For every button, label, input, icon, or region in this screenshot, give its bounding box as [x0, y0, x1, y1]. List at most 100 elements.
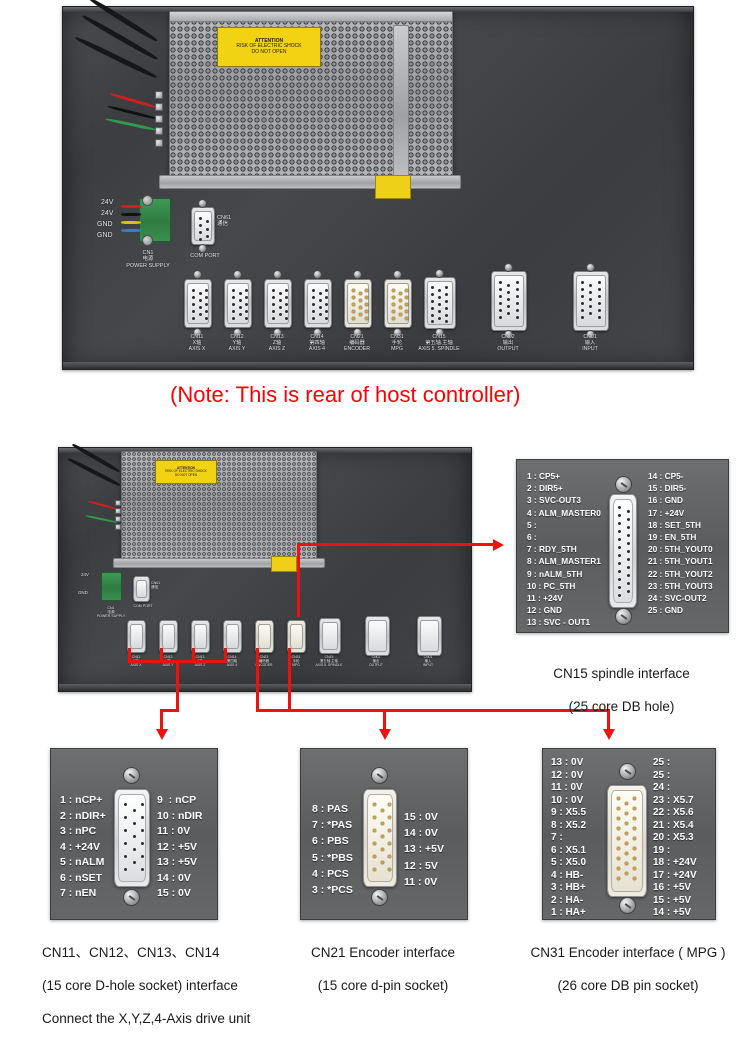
- terminal-label-text: GND: [97, 221, 113, 228]
- cn31-pin: 10 : 0V: [551, 794, 584, 806]
- cn15-pin-holes: [614, 500, 632, 602]
- terminal-label-text: GND: [97, 232, 113, 239]
- connector-code: CN21: [259, 655, 269, 659]
- cn31-pin: 19 :: [653, 844, 671, 856]
- cn31-pin: 15 : +5V: [653, 894, 692, 906]
- psu-wire-red-small: [87, 500, 117, 510]
- connector-code: CN31: [291, 655, 301, 659]
- connector-screw: [353, 270, 362, 279]
- cn21-pin: 15 : 0V: [404, 811, 438, 823]
- cn15-pin: 13 : SVC - OUT1: [527, 617, 591, 628]
- connector-face: [368, 620, 387, 652]
- cn31-pin: 2 : HA-: [551, 894, 584, 906]
- connector-label-cn21: CN21 编码器 ENCODER: [327, 334, 387, 353]
- connector-label-cn02-small: CN02 输出 OUTPUT: [355, 655, 397, 668]
- connector-label-cn14-small: CN14 第四轴 AXIS 4: [211, 655, 253, 668]
- cn21-screw-bottom: [371, 889, 388, 906]
- cn1-code: CN1: [107, 606, 115, 610]
- cn31-screw-bottom: [619, 897, 636, 914]
- cn31-pin: 12 : 0V: [551, 769, 584, 781]
- psu-terminal-screw-small: [115, 508, 121, 514]
- connector-face: [387, 283, 409, 324]
- connector-name-en: AXIS Y: [162, 662, 174, 667]
- leader-arrow-cn21: [379, 729, 391, 740]
- cn21-pin: 3 : *PCS: [312, 884, 353, 897]
- connector-name-cn: 第四轴: [226, 658, 238, 663]
- cn15-screw-top: [615, 476, 632, 493]
- cn11-14-pin: 4 : +24V: [60, 840, 100, 853]
- panel-connector-cn15-small: [319, 618, 341, 654]
- connector-face: [420, 620, 439, 652]
- cn61-label: CN61 通信: [217, 215, 231, 228]
- connector-code: CN12: [230, 334, 244, 340]
- connector-label-cn31: CN31 手轮 MPG: [367, 334, 427, 353]
- cn15-pin: 9 : nALM_5TH: [527, 568, 583, 579]
- connector-name-cn: 输出: [372, 658, 380, 663]
- connector-code: CN31: [390, 334, 404, 340]
- cn15-pin: 14 : CP5-: [648, 471, 684, 481]
- connector-label-cn12: CN12 Y轴 AXIS Y: [207, 334, 267, 353]
- cn21-pin: 7 : *PAS: [312, 819, 353, 832]
- connector-code: CN11: [131, 655, 141, 659]
- connector-screw: [193, 328, 202, 337]
- psu-wire-green-small: [85, 514, 117, 524]
- cn11-14-pin: 5 : nALM: [60, 856, 105, 868]
- connector-code: CN15: [324, 655, 334, 659]
- cn31-connector-illustration: [607, 785, 647, 897]
- cn21-caption-line1: CN21 Encoder interface: [310, 945, 456, 961]
- leader-line-cn12: [160, 648, 163, 662]
- cn21-right-pin-column: 15 : 0V 14 : 0V 13 : +5V 12 : 5V 11 : 0V: [404, 809, 444, 890]
- lower-controller-photo: ATTENTION RISK OF ELECTRIC SHOCK DO NOT …: [58, 442, 472, 692]
- connector-label-cn31-small: CN31 手轮 MPG: [275, 655, 317, 668]
- warning-line-1: ATTENTION: [176, 465, 195, 470]
- leader-line-cn15-horizontal: [297, 543, 495, 546]
- connector-name-cn: 第四轴: [309, 339, 325, 346]
- connector-name-en: AXIS 5. SPINDLE: [418, 345, 460, 352]
- cn31-right-pin-column: 25 : 25 : 24 : 23 : X5.7 22 : X5.6 21 : …: [653, 757, 697, 920]
- connector-face: [267, 283, 289, 324]
- cn11-14-pin: 9 : nCP: [157, 794, 197, 806]
- connector-screw: [353, 328, 362, 337]
- panel-connector-cn31-small: [287, 620, 306, 653]
- cn31-pin: 17 : +24V: [653, 869, 697, 881]
- com-port-en: COM PORT: [133, 604, 153, 608]
- power-supply-unit-small: [121, 451, 317, 561]
- cn15-right-pin-column: 14 : CP5- 15 : DIR5- 16 : GND 17 : +24V …: [648, 470, 713, 616]
- psu-terminal-screw: [155, 103, 163, 111]
- cn31-pin: 9 : X5.5: [551, 807, 587, 818]
- cn31-screw-top: [619, 763, 636, 780]
- leader-line-cn15-vertical: [297, 545, 300, 617]
- plate-top-edge: [63, 7, 693, 12]
- cn1-name-en: POWER SUPPLY: [96, 614, 126, 619]
- cn15-pin: 24 : SVC-OUT2: [648, 593, 707, 604]
- cn1-power-supply-label: CN1 电源 POWER SUPPLY: [103, 250, 193, 269]
- cn15-pin: 25 : GND: [648, 605, 684, 616]
- cn31-pin: 5 : X5.0: [551, 857, 587, 868]
- cn31-connector-face: [611, 790, 643, 892]
- cn11-14-connector-face: [118, 794, 146, 882]
- connector-name-en: AXIS 4: [308, 345, 326, 352]
- connector-screw: [504, 330, 513, 339]
- connector-screw: [193, 270, 202, 279]
- cn11-14-pin: 6 : nSET: [60, 871, 103, 884]
- connector-name-en: INPUT: [582, 345, 598, 352]
- plate-top-edge: [59, 448, 471, 453]
- cn1-name-cn: 电源: [107, 610, 115, 615]
- cn15-left-pin-column: 1 : CP5+ 2 : DIR5+ 3 : SVC-OUT3 4 : ALM_…: [527, 470, 601, 629]
- psu-terminal-screw-small: [115, 516, 121, 522]
- cn21-screw-top: [371, 767, 388, 784]
- leader-line-cn11-14-drop: [176, 660, 179, 712]
- connector-face: [494, 275, 524, 327]
- panel-connector-cn12: [224, 279, 252, 328]
- cn61-code: CN61: [151, 581, 161, 585]
- connector-label-cn15-small: CN15 第五轴.主轴 AXIS 5. SPINDLE: [303, 655, 355, 668]
- terminal-label-24v-small: 24V: [81, 572, 89, 577]
- connector-face: [130, 624, 143, 649]
- cn31-pin: 22 : X5.6: [653, 807, 694, 818]
- cn31-pin: 8 : X5.2: [551, 819, 587, 831]
- cn15-caption-line2: (25 core DB hole): [568, 699, 675, 715]
- cn21-pin: 11 : 0V: [404, 875, 438, 888]
- connector-screw: [586, 263, 595, 272]
- cn15-screw-bottom: [615, 608, 632, 625]
